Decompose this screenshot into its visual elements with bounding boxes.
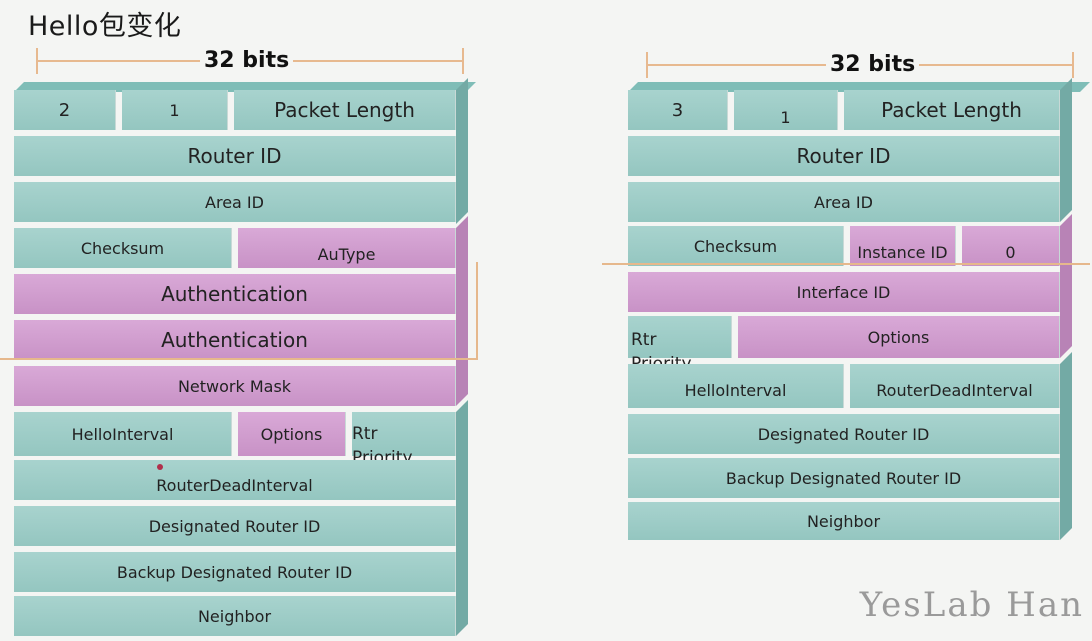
left-field-authentication-1: Authentication (14, 274, 456, 314)
right-field-interface-id: Interface ID (628, 272, 1060, 312)
right-bits-tick-end (1072, 52, 1074, 78)
left-bits-label: 32 bits (200, 48, 294, 73)
right-side-face-teal-top (1060, 78, 1072, 222)
right-field-designated-router-id: Designated Router ID (628, 414, 1060, 454)
right-field-reserved-zero: 0 (962, 226, 1060, 266)
left-field-hello-interval: HelloInterval (14, 412, 232, 456)
watermark: YesLab Han (859, 585, 1084, 625)
left-bits-tick-start (36, 48, 38, 74)
left-side-face-pink (456, 216, 468, 406)
right-field-checksum: Checksum (628, 226, 844, 266)
left-field-neighbor: Neighbor (14, 596, 456, 636)
right-field-instance-id: Instance ID (850, 226, 956, 266)
right-field-area-id: Area ID (628, 182, 1060, 222)
left-side-face-teal-top (456, 78, 468, 224)
left-field-router-id: Router ID (14, 136, 456, 176)
left-field-authentication-2: Authentication (14, 320, 456, 360)
page-title: Hello包变化 (28, 11, 182, 42)
right-field-router-id: Router ID (628, 136, 1060, 176)
right-bits-tick-start (646, 52, 648, 78)
right-field-neighbor: Neighbor (628, 502, 1060, 540)
left-field-options: Options (238, 412, 346, 456)
right-field-hello-interval: HelloInterval (628, 364, 844, 408)
left-field-backup-designated-router-id: Backup Designated Router ID (14, 552, 456, 592)
left-field-area-id: Area ID (14, 182, 456, 222)
left-field-checksum: Checksum (14, 228, 232, 268)
left-field-network-mask: Network Mask (14, 366, 456, 406)
left-side-face-teal-bottom (456, 400, 468, 636)
left-bits-tick-end (462, 48, 464, 74)
left-field-type: 1 (122, 90, 228, 130)
left-bracket-line (476, 262, 478, 358)
right-field-router-dead-interval: RouterDeadInterval (850, 364, 1060, 408)
left-field-rtr-priority-cell (352, 412, 456, 456)
right-field-type: 1 (734, 90, 838, 130)
left-field-packet-length: Packet Length (234, 90, 456, 130)
left-field-router-dead-interval: RouterDeadInterval (14, 460, 456, 500)
left-field-designated-router-id: Designated Router ID (14, 506, 456, 546)
left-field-version: 2 (14, 90, 116, 130)
right-field-rtr-priority-cell (628, 316, 732, 358)
right-annotation-line (602, 263, 1090, 265)
left-annotation-line (0, 358, 478, 360)
right-field-backup-designated-router-id: Backup Designated Router ID (628, 458, 1060, 498)
right-field-options: Options (738, 316, 1060, 358)
right-bits-label: 32 bits (826, 52, 920, 77)
right-field-packet-length: Packet Length (844, 90, 1060, 130)
right-side-face-pink (1060, 214, 1072, 358)
left-marker-dot (157, 464, 163, 470)
right-field-version: 3 (628, 90, 728, 130)
right-side-face-teal-bottom (1060, 352, 1072, 540)
left-field-autype: AuType (238, 228, 456, 268)
